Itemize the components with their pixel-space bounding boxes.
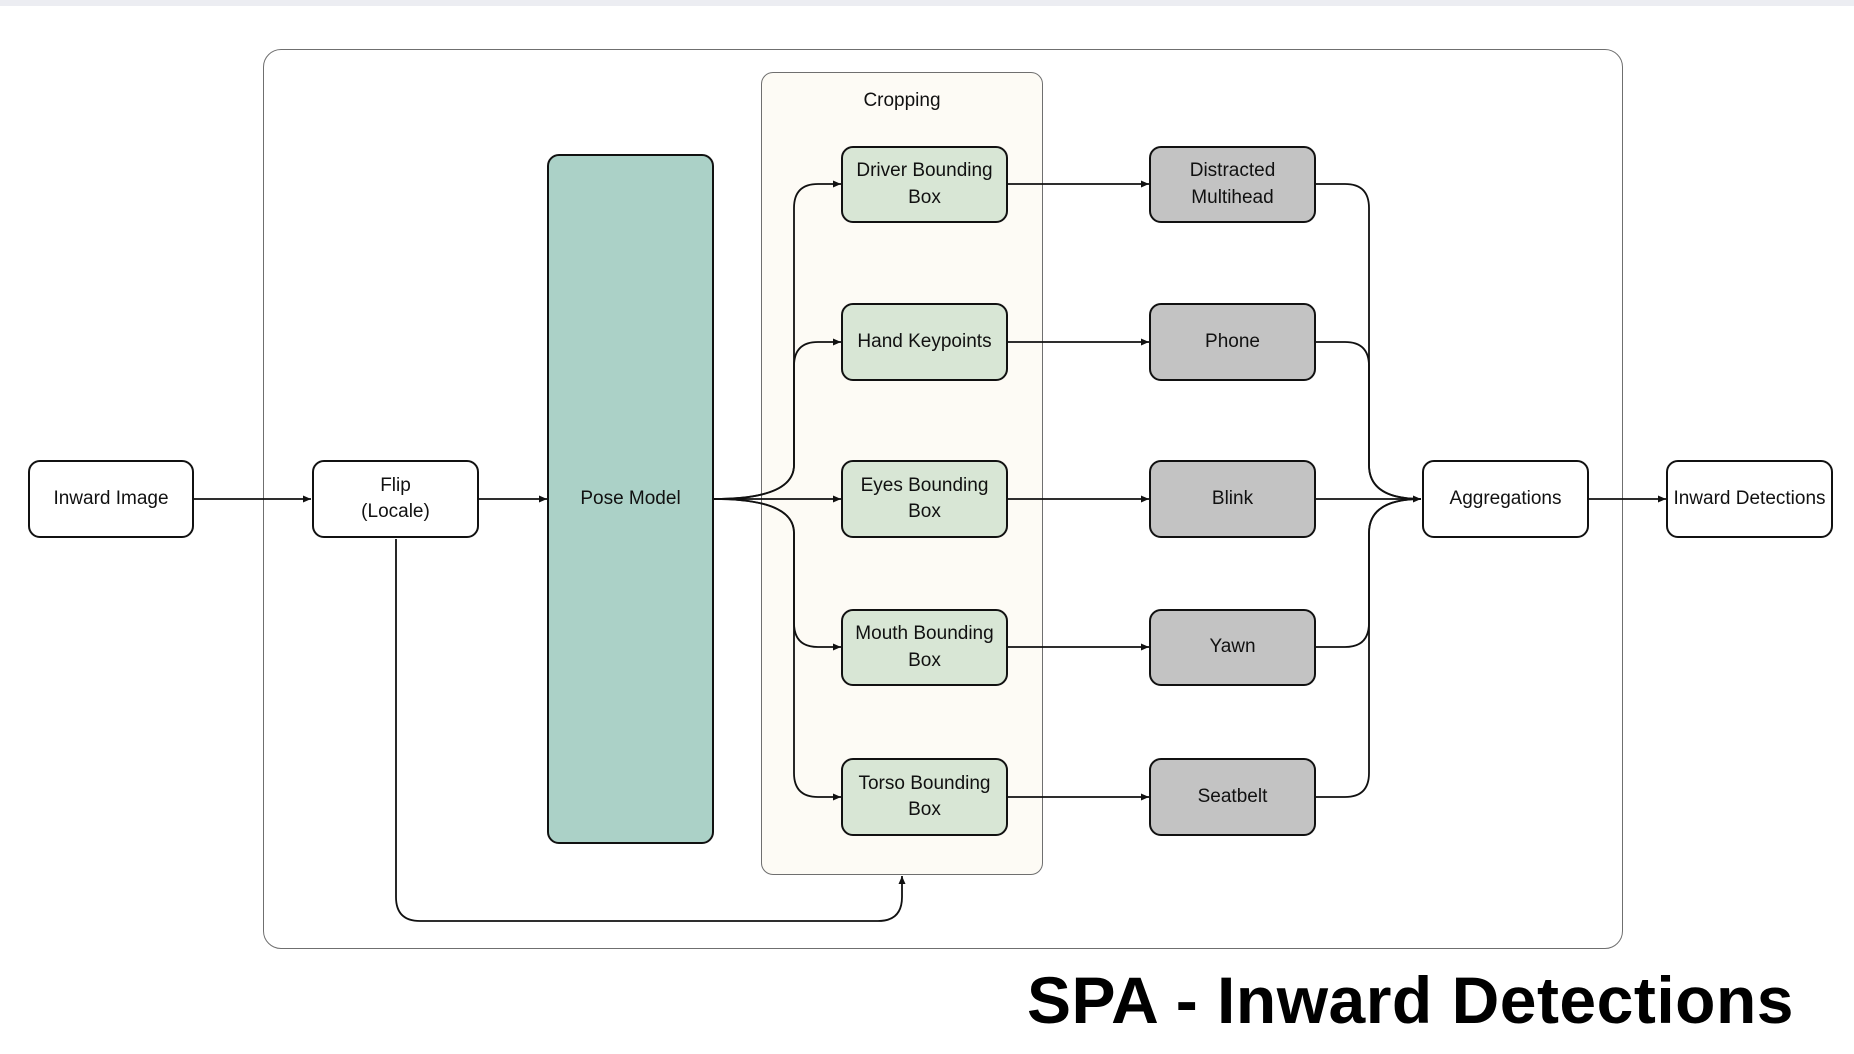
node-aggregations: Aggregations	[1422, 460, 1589, 538]
node-hand-keypoints: Hand Keypoints	[841, 303, 1008, 381]
edge-seatbelt-to-agg	[1316, 498, 1422, 798]
edge-pose-to-torso	[713, 498, 841, 801]
diagram-caption: SPA - Inward Detections	[1027, 963, 1794, 1037]
node-phone: Phone	[1149, 303, 1316, 381]
node-eyes-bounding-box: Eyes Bounding Box	[841, 460, 1008, 538]
node-torso-bounding-box: Torso Bounding Box	[841, 758, 1008, 836]
node-inward-detections: Inward Detections	[1666, 460, 1833, 538]
node-inward-image: Inward Image	[28, 460, 194, 538]
node-seatbelt: Seatbelt	[1149, 758, 1316, 836]
node-mouth-bounding-box: Mouth Bounding Box	[841, 609, 1008, 686]
cropping-group-title: Cropping	[863, 90, 941, 111]
node-blink: Blink	[1149, 460, 1316, 538]
top-bar	[0, 0, 1854, 6]
node-flip-locale: Flip (Locale)	[312, 460, 479, 538]
node-distracted-multihead: Distracted Multihead	[1149, 146, 1316, 223]
edge-pose-to-mouth	[713, 498, 841, 651]
edge-phone-to-agg	[1316, 341, 1422, 500]
node-pose-model: Pose Model	[547, 154, 714, 844]
node-driver-bounding-box: Driver Bounding Box	[841, 146, 1008, 223]
edge-pose-to-hand	[713, 338, 841, 500]
edge-flip-to-cropping	[395, 539, 906, 922]
node-yawn: Yawn	[1149, 609, 1316, 686]
